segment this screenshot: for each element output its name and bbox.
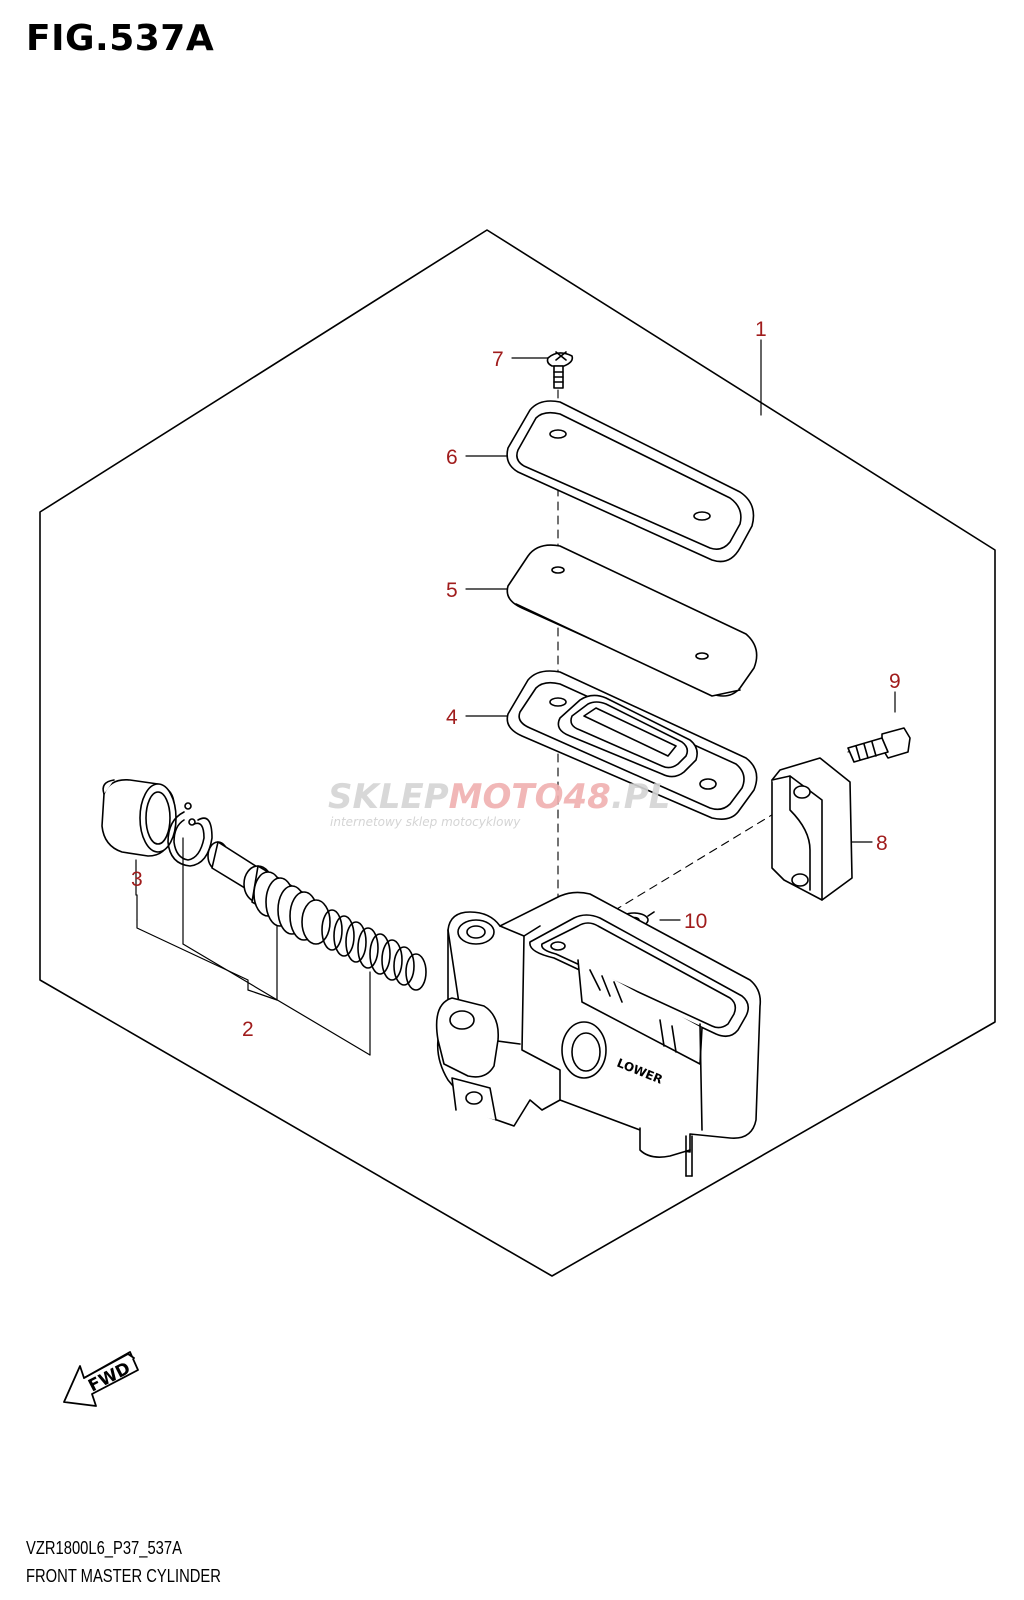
callouts: 1 7 6 5 4 9 8 10 3 2: [131, 318, 901, 1041]
callout-7: 7: [492, 348, 504, 371]
figure-title: FIG.537A: [26, 18, 215, 59]
callout-8: 8: [876, 832, 888, 855]
callout-6: 6: [446, 446, 458, 469]
watermark-brand-part1: SKLEP: [328, 777, 449, 817]
callout-4: 4: [446, 706, 458, 729]
circlip: [167, 802, 213, 867]
callout-10: 10: [684, 910, 707, 933]
callout-2: 2: [242, 1018, 254, 1041]
model-code: VZR1800L6_P37_537A: [26, 1538, 182, 1558]
reservoir-cap-part-6: [506, 400, 755, 563]
diaphragm-plate-part-5: [506, 544, 758, 697]
screw-part-7: [546, 351, 574, 389]
watermark-subtitle: internetowy sklep motocyklowy: [330, 815, 521, 829]
holder-clamp-part-8: [771, 757, 853, 901]
leader-lines: [136, 339, 896, 1056]
watermark-brand-part4: .PL: [611, 777, 671, 817]
callout-5: 5: [446, 579, 458, 602]
piston-assembly: [207, 841, 331, 945]
master-cylinder-body: [435, 891, 762, 1177]
callout-3: 3: [131, 868, 143, 891]
diaphragm-part-4: [506, 670, 758, 820]
bolt-part-9: [847, 727, 911, 763]
watermark-brand-part3: 48: [563, 777, 611, 817]
watermark: SKLEPMOTO48.PL internetowy sklep motocyk…: [328, 777, 670, 829]
spring: [321, 909, 427, 991]
diagram-name: FRONT MASTER CYLINDER: [26, 1566, 221, 1586]
callout-9: 9: [889, 670, 901, 693]
callout-1: 1: [755, 318, 767, 341]
fwd-arrow-icon: [63, 1351, 139, 1407]
boot-part-3: [101, 778, 177, 896]
svg-text:SKLEPMOTO48.PL: SKLEPMOTO48.PL: [328, 777, 670, 817]
watermark-brand-part2: MOTO: [449, 777, 564, 817]
assembly-boundary: [39, 229, 996, 1277]
